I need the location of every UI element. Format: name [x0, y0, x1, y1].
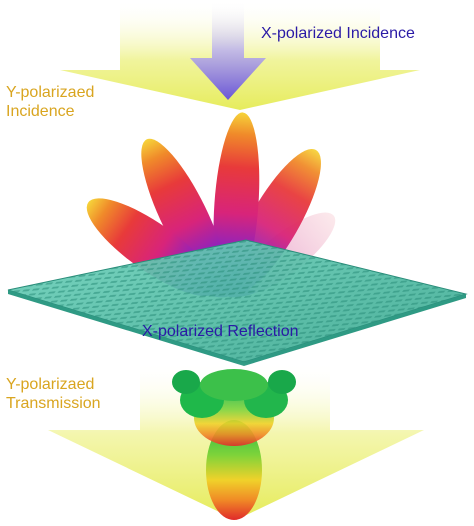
y-incidence-line-1: Y-polarizaed [6, 84, 95, 101]
y-incidence-line-2: Incidence [6, 103, 75, 120]
x-polarized-incidence-label: X-polarized Incidence [261, 25, 415, 42]
metasurface-icon [7, 239, 468, 366]
y-transmission-line-2: Transmission [6, 395, 101, 412]
x-incidence-arrow-icon [190, 0, 266, 100]
transmission-lobes-icon [172, 369, 296, 520]
y-transmission-line-1: Y-polarizaed [6, 376, 95, 393]
x-polarized-reflection-label: X-polarized Reflection [142, 323, 299, 340]
